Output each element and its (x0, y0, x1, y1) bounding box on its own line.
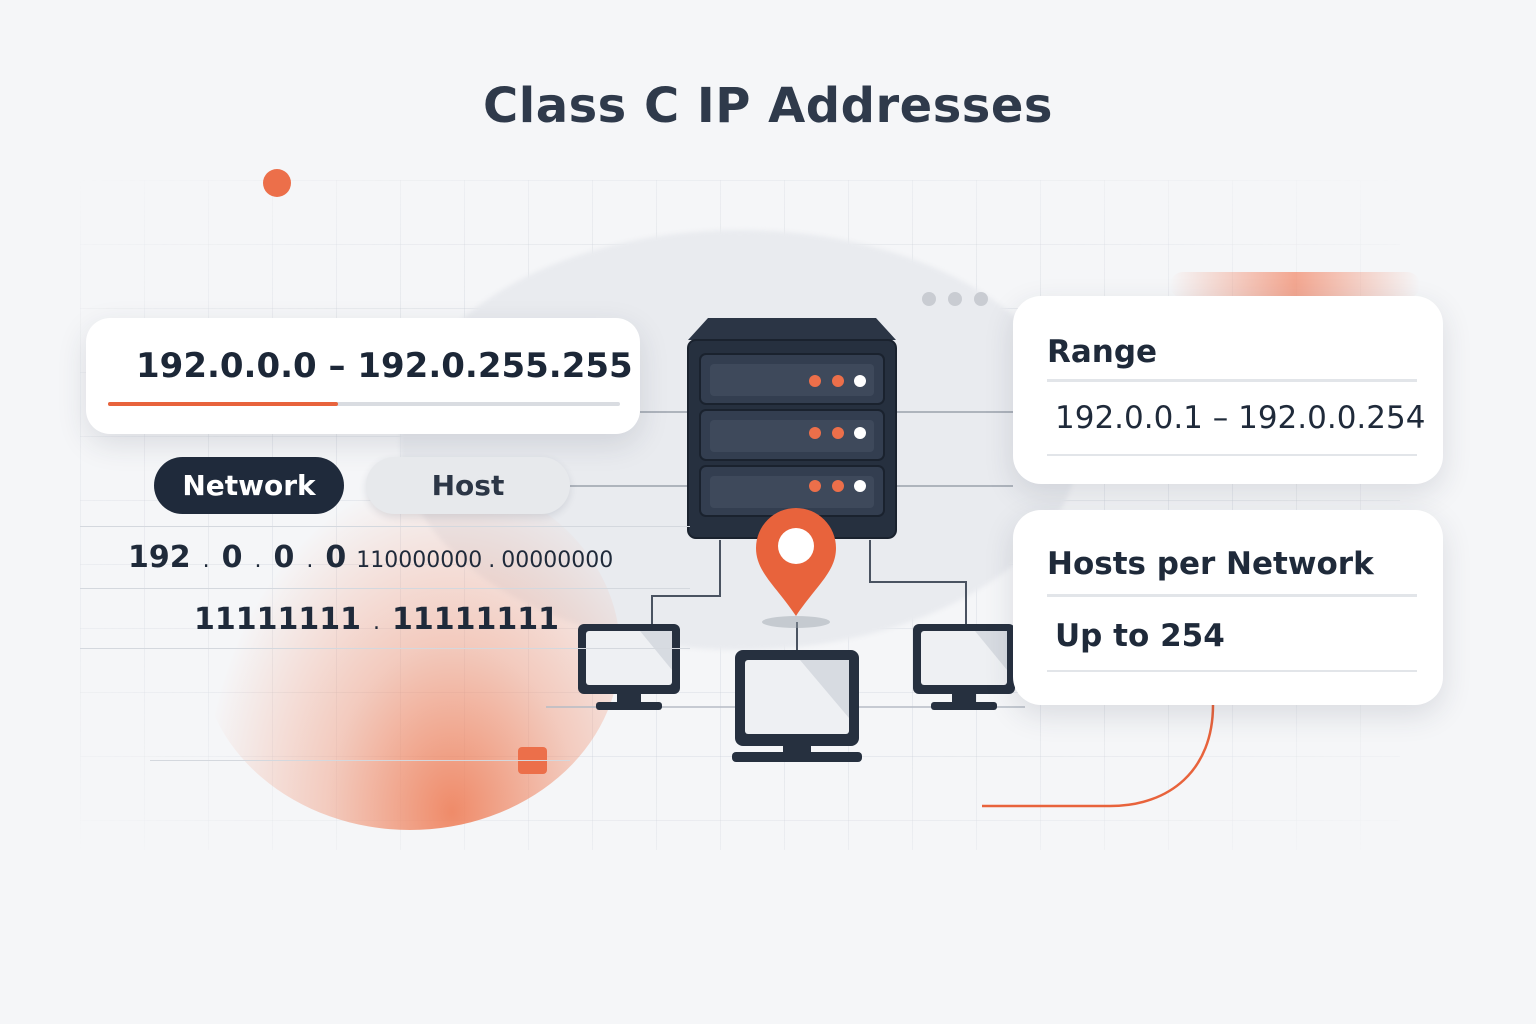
range-progress-bar (108, 402, 620, 406)
octet-2: 0 (221, 540, 243, 575)
monitor-icon (913, 624, 1015, 710)
octet-separator: . (373, 610, 380, 635)
binary-octet: 11111111 (194, 602, 361, 637)
monitor-icon (578, 624, 680, 710)
octet-separator: . (202, 548, 210, 573)
binary-octets-small: 110000000.00000000 (356, 548, 613, 573)
orange-curve (982, 704, 1215, 808)
octet-1: 192 (128, 540, 191, 575)
divider (80, 648, 690, 649)
card-divider (1047, 670, 1417, 672)
divider (80, 588, 690, 589)
hosts-info-card: Hosts per Network Up to 254 (1013, 510, 1443, 705)
page-title: Class C IP Addresses (483, 78, 1053, 134)
wire-left (651, 540, 721, 624)
server-icon (687, 318, 897, 539)
address-range-text: 192.0.0.0 – 192.0.255.255 (136, 346, 633, 386)
binary-octet: 11111111 (392, 602, 559, 637)
range-progress-fill (108, 402, 339, 406)
location-pin-icon (756, 508, 836, 628)
octet-4: 0 (325, 540, 347, 575)
ellipsis-icon (922, 292, 988, 306)
octet-separator: . (254, 548, 262, 573)
address-range-card: 192.0.0.0 – 192.0.255.255 (86, 318, 640, 434)
hosts-title: Hosts per Network (1047, 546, 1374, 582)
binary-octets-row: 11111111. 11111111 (194, 602, 559, 637)
range-value: 192.0.0.1 – 192.0.0.254 (1055, 400, 1426, 436)
range-title: Range (1047, 334, 1158, 370)
wire-right (869, 540, 967, 624)
monitor-icon (732, 650, 862, 762)
divider (80, 526, 690, 527)
hosts-value: Up to 254 (1055, 618, 1225, 654)
orange-accent-bar (1170, 272, 1420, 298)
divider (150, 760, 570, 761)
network-pill[interactable]: Network (154, 457, 344, 514)
card-divider (1047, 379, 1417, 382)
orange-dot (263, 169, 291, 197)
octet-separator: . (488, 548, 496, 573)
binary-octet: 110000000 (356, 548, 483, 573)
octet-separator: . (306, 548, 314, 573)
card-divider (1047, 454, 1417, 456)
card-divider (1047, 594, 1417, 597)
binary-octet: 00000000 (501, 548, 614, 573)
orange-swoosh (200, 470, 620, 830)
octet-3: 0 (273, 540, 295, 575)
range-info-card: Range 192.0.0.1 – 192.0.0.254 (1013, 296, 1443, 484)
host-pill[interactable]: Host (366, 457, 570, 514)
